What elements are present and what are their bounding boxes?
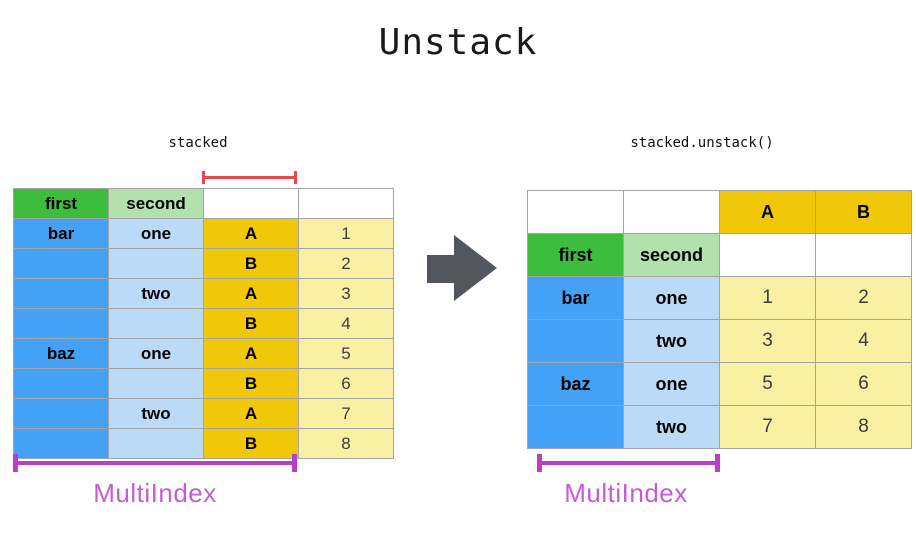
page-title: Unstack — [378, 22, 538, 63]
table-cell: one — [108, 338, 204, 369]
table-cell: 4 — [298, 308, 394, 339]
table-cell: 5 — [719, 362, 816, 406]
table-cell: 1 — [298, 218, 394, 249]
multiindex-label-left: MultiIndex — [93, 478, 217, 508]
table-cell: A — [203, 398, 299, 429]
table-cell: baz — [527, 362, 624, 406]
table-cell: 7 — [298, 398, 394, 429]
table-cell — [13, 308, 109, 339]
multiindex-bracket-right — [537, 454, 720, 472]
table-cell: second — [108, 188, 204, 219]
table-cell — [623, 190, 720, 234]
table-cell: one — [623, 362, 720, 406]
table-cell — [527, 319, 624, 363]
table-cell: 7 — [719, 405, 816, 449]
table-cell: A — [203, 278, 299, 309]
table-cell — [527, 190, 624, 234]
table-cell: B — [203, 248, 299, 279]
table-cell: first — [527, 233, 624, 277]
arrow-shaft — [427, 255, 454, 283]
table-cell: one — [623, 276, 720, 320]
table-cell — [13, 428, 109, 459]
table-cell: A — [203, 218, 299, 249]
table-cell: two — [108, 278, 204, 309]
table-cell: two — [623, 405, 720, 449]
table-cell: B — [203, 428, 299, 459]
table-cell — [13, 398, 109, 429]
table-cell: 2 — [298, 248, 394, 279]
table-cell: 6 — [298, 368, 394, 399]
table-cell — [108, 248, 204, 279]
table-cell: B — [815, 190, 912, 234]
table-cell — [108, 368, 204, 399]
table-cell — [298, 188, 394, 219]
table-cell: 5 — [298, 338, 394, 369]
table-cell — [108, 308, 204, 339]
table-cell: 1 — [719, 276, 816, 320]
bracket-line — [205, 176, 294, 179]
stacked-caption: stacked — [168, 135, 228, 151]
unstacked-caption: stacked.unstack() — [630, 135, 774, 151]
table-cell — [13, 278, 109, 309]
bracket-line — [542, 461, 715, 465]
table-cell: 8 — [298, 428, 394, 459]
table-cell: 3 — [298, 278, 394, 309]
table-cell: bar — [13, 218, 109, 249]
table-cell — [815, 233, 912, 277]
table-cell — [108, 428, 204, 459]
table-cell: baz — [13, 338, 109, 369]
table-cell: 4 — [815, 319, 912, 363]
table-cell: two — [623, 319, 720, 363]
multiindex-label-right: MultiIndex — [564, 478, 688, 508]
table-cell — [13, 368, 109, 399]
table-cell: bar — [527, 276, 624, 320]
table-cell: first — [13, 188, 109, 219]
table-cell — [203, 188, 299, 219]
table-cell: 2 — [815, 276, 912, 320]
table-cell: 3 — [719, 319, 816, 363]
table-cell: one — [108, 218, 204, 249]
multiindex-bracket-left — [13, 454, 297, 472]
table-cell: 6 — [815, 362, 912, 406]
unstack-column-bracket — [202, 171, 297, 184]
table-cell: B — [203, 368, 299, 399]
table-cell — [13, 248, 109, 279]
table-cell: second — [623, 233, 720, 277]
table-cell — [719, 233, 816, 277]
bracket-line — [18, 461, 292, 465]
table-cell: A — [719, 190, 816, 234]
table-cell: 8 — [815, 405, 912, 449]
table-cell — [527, 405, 624, 449]
table-cell: A — [203, 338, 299, 369]
table-cell: B — [203, 308, 299, 339]
arrow-head — [454, 235, 497, 301]
table-cell: two — [108, 398, 204, 429]
